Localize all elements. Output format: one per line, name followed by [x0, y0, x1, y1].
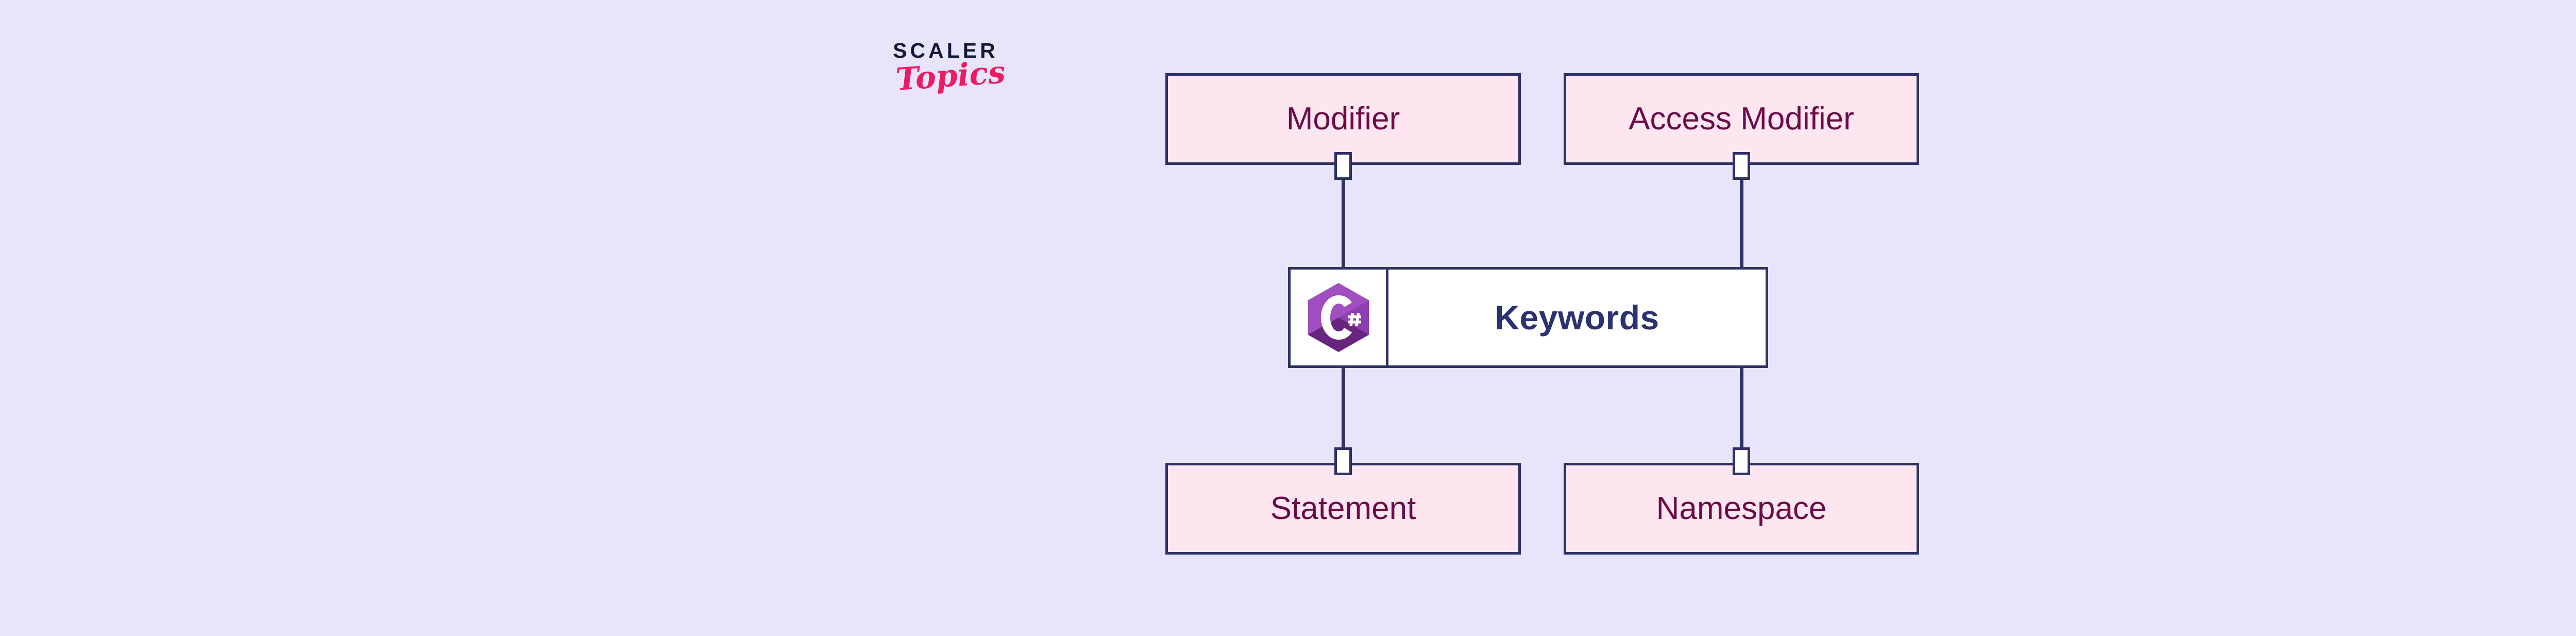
node-namespace[interactable]: Namespace: [1564, 463, 1927, 562]
node-modifier[interactable]: Modifier: [1165, 73, 1529, 173]
node-modifier-label: Modifier: [1286, 101, 1400, 137]
connector-line-access-modifier-to-keywords: [1740, 164, 1743, 272]
connector-line-keywords-to-statement: [1342, 367, 1345, 468]
node-keywords-label: Keywords: [1495, 298, 1659, 337]
node-statement-label: Statement: [1270, 491, 1416, 526]
node-access-modifier[interactable]: Access Modifier: [1564, 73, 1927, 173]
logo-wordmark-scaler: SCALER: [893, 39, 998, 62]
node-namespace-label: Namespace: [1656, 491, 1827, 526]
keywords-icon-cell: [1291, 270, 1388, 365]
csharp-logo-icon: [1308, 283, 1369, 352]
connector-line-modifier-to-keywords: [1342, 164, 1345, 272]
node-access-modifier-label: Access Modifier: [1629, 101, 1854, 137]
node-statement[interactable]: Statement: [1165, 463, 1529, 562]
connector-stub-statement: [1334, 447, 1352, 475]
connector-stub-modifier: [1334, 152, 1352, 180]
connector-line-keywords-to-namespace: [1740, 367, 1743, 468]
keywords-text-cell: Keywords: [1388, 270, 1766, 365]
node-keywords[interactable]: Keywords: [1288, 267, 1768, 368]
connector-stub-access-modifier: [1733, 152, 1750, 180]
scaler-topics-logo: SCALER Topics: [893, 40, 1058, 123]
connector-stub-namespace: [1733, 447, 1750, 475]
